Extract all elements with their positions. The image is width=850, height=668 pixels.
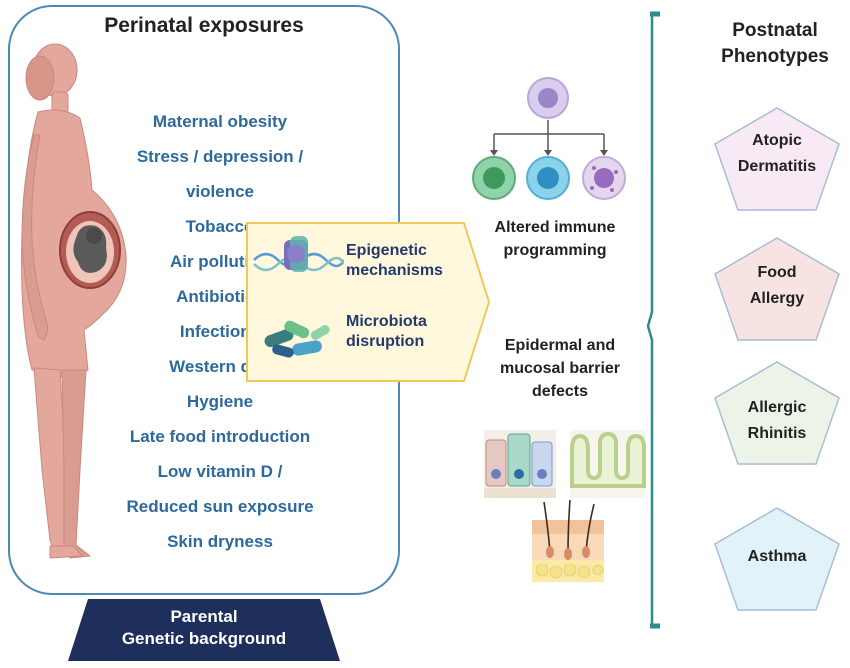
barrier-line3: defects [531,383,589,400]
lineage-arrows [493,120,605,152]
parental-line1: Parental [170,607,238,626]
phenotype-line2: Dermatitis [737,158,817,175]
dna-nucleosome-icon [253,236,344,272]
barrier-line2: mucosal barrier [499,360,621,377]
exposure-list: Maternal obesity Stress / depression / v… [70,104,370,559]
exposure-item: Maternal obesity [152,112,288,131]
phenotypes-title-line1: Postnatal [732,20,818,41]
exposure-item: Late food introduction [129,427,311,446]
exposure-item: Hygiene [186,392,254,411]
barrier-label: Epidermal and mucosal barrier defects [475,334,645,403]
epigenetic-label: Epigenetic mechanisms [346,241,443,281]
progenitor-cell-icon [527,77,569,119]
phenotype-line1: Food [757,264,797,281]
phenotype-line2: Rhinitis [747,425,807,442]
exposure-item: Antibiotics [176,287,264,306]
phenotypes-title: Postnatal Phenotypes [700,18,850,70]
bacteria-icon [264,320,330,358]
phenotype-pentagon-food-allergy [714,237,840,341]
epithelium-cells-icon [484,430,556,498]
mucosal-epithelium-icon [570,430,646,498]
phenotype-label: Asthma [712,544,842,570]
phenotype-pentagon-atopic-dermatitis [714,107,840,211]
barrier-line1: Epidermal and [504,337,616,354]
epigenetic-line1: Epigenetic [346,242,427,259]
exposure-item: violence [185,182,255,201]
exposure-item: Tobacco [185,217,255,236]
exposure-item: Western diet [169,357,271,376]
microbiota-label: Microbiota disruption [346,312,427,352]
microbiota-line1: Microbiota [346,313,427,330]
phenotype-pentagon-allergic-rhinitis [714,361,840,465]
phenotype-label: Atopic Dermatitis [712,128,842,180]
phenotype-label: Food Allergy [712,260,842,312]
epigenetic-line2: mechanisms [346,262,443,279]
microbiota-line2: disruption [346,333,425,350]
phenotype-bracket [646,11,660,629]
parental-background-box [68,599,340,661]
phenotype-label: Allergic Rhinitis [712,395,842,447]
phenotype-pentagon-asthma [714,507,840,611]
exposure-item: Reduced sun exposure [126,497,314,516]
phenotypes-title-line2: Phenotypes [721,46,829,67]
pregnant-woman-silhouette [21,43,127,559]
phenotype-line1: Allergic [747,399,807,416]
exposure-item: Low vitamin D / [157,462,283,481]
immune-line2: programming [503,242,607,259]
exposure-item: Air pollution [169,252,271,271]
immune-label: Altered immune programming [470,216,640,262]
lymphocyte-icon [472,156,516,200]
lymphocyte-icon [526,156,570,200]
parental-line2: Genetic background [121,629,287,648]
panel-title: Perinatal exposures [104,14,304,37]
granulocyte-icon [582,156,626,200]
skin-cross-section-icon [532,499,604,582]
phenotype-line2: Allergy [749,290,805,307]
exposure-item: Skin dryness [167,532,273,551]
exposure-item: Stress / depression / [136,147,304,166]
immune-cell-tree [472,77,626,200]
exposure-item: Infections [179,322,261,341]
immune-line1: Altered immune [494,219,616,236]
parental-label: Parental Genetic background [68,606,340,650]
phenotype-line1: Atopic [752,132,802,149]
phenotype-line1: Asthma [747,548,807,565]
